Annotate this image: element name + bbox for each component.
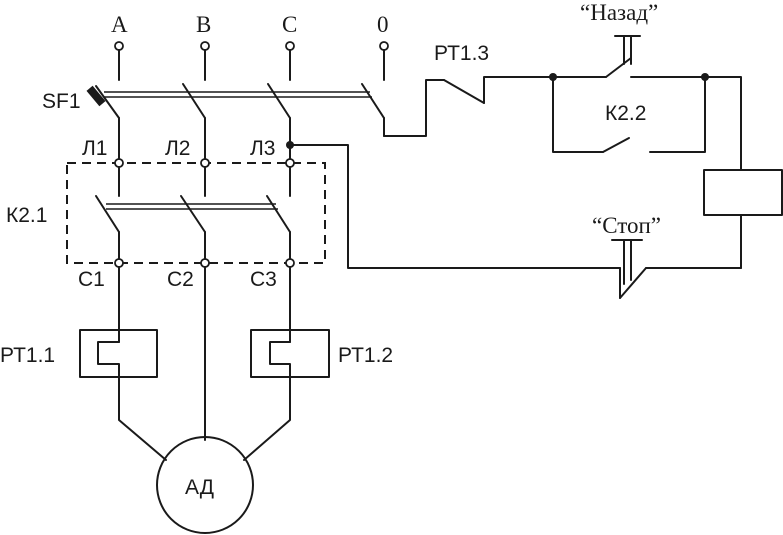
terminal-a bbox=[114, 41, 124, 51]
label-phase-b: B bbox=[196, 12, 211, 37]
contactor-k21-box bbox=[66, 162, 326, 264]
thermal-relay-rt12 bbox=[250, 329, 330, 378]
back-button-contact bbox=[605, 57, 632, 78]
label-c3: С3 bbox=[250, 268, 277, 291]
terminal-0 bbox=[379, 41, 389, 51]
label-l1: Л1 bbox=[82, 137, 107, 160]
label-l2: Л2 bbox=[165, 137, 190, 160]
breaker-sf1 bbox=[86, 83, 385, 164]
thermal-relay-rt11 bbox=[79, 329, 158, 378]
label-breaker: SF1 bbox=[42, 90, 81, 113]
supply-terminals bbox=[114, 41, 389, 81]
label-rt11: РТ1.1 bbox=[0, 344, 55, 367]
label-c2: С2 bbox=[167, 268, 194, 291]
k22-contact bbox=[602, 137, 630, 153]
breaker-actuator-icon bbox=[86, 85, 106, 107]
stop-button-contact bbox=[619, 267, 647, 299]
coil-k2 bbox=[703, 169, 783, 216]
label-rt12: РТ1.2 bbox=[338, 344, 393, 367]
label-l3: Л3 bbox=[250, 137, 275, 160]
motor-leads bbox=[118, 376, 291, 461]
label-neutral: 0 bbox=[377, 12, 389, 37]
rt13-contact bbox=[443, 79, 485, 104]
label-phase-c: C bbox=[282, 12, 297, 37]
label-button-stop: “Стоп” bbox=[592, 213, 661, 238]
contactor-k21-contacts bbox=[95, 158, 295, 268]
motor-ad bbox=[156, 436, 254, 534]
label-k21: К2.1 bbox=[6, 204, 47, 227]
terminal-b bbox=[200, 41, 210, 51]
label-c1: С1 bbox=[78, 268, 105, 291]
motor-feed bbox=[118, 266, 291, 441]
label-phase-a: A bbox=[111, 12, 128, 37]
label-k22: К2.2 bbox=[605, 102, 646, 125]
stop-circuit bbox=[286, 141, 742, 299]
label-rt13: РТ1.3 bbox=[434, 42, 489, 65]
terminal-c bbox=[285, 41, 295, 51]
label-button-back: “Назад” bbox=[580, 0, 658, 25]
control-circuit-top bbox=[383, 35, 742, 171]
label-motor: АД bbox=[185, 476, 214, 499]
